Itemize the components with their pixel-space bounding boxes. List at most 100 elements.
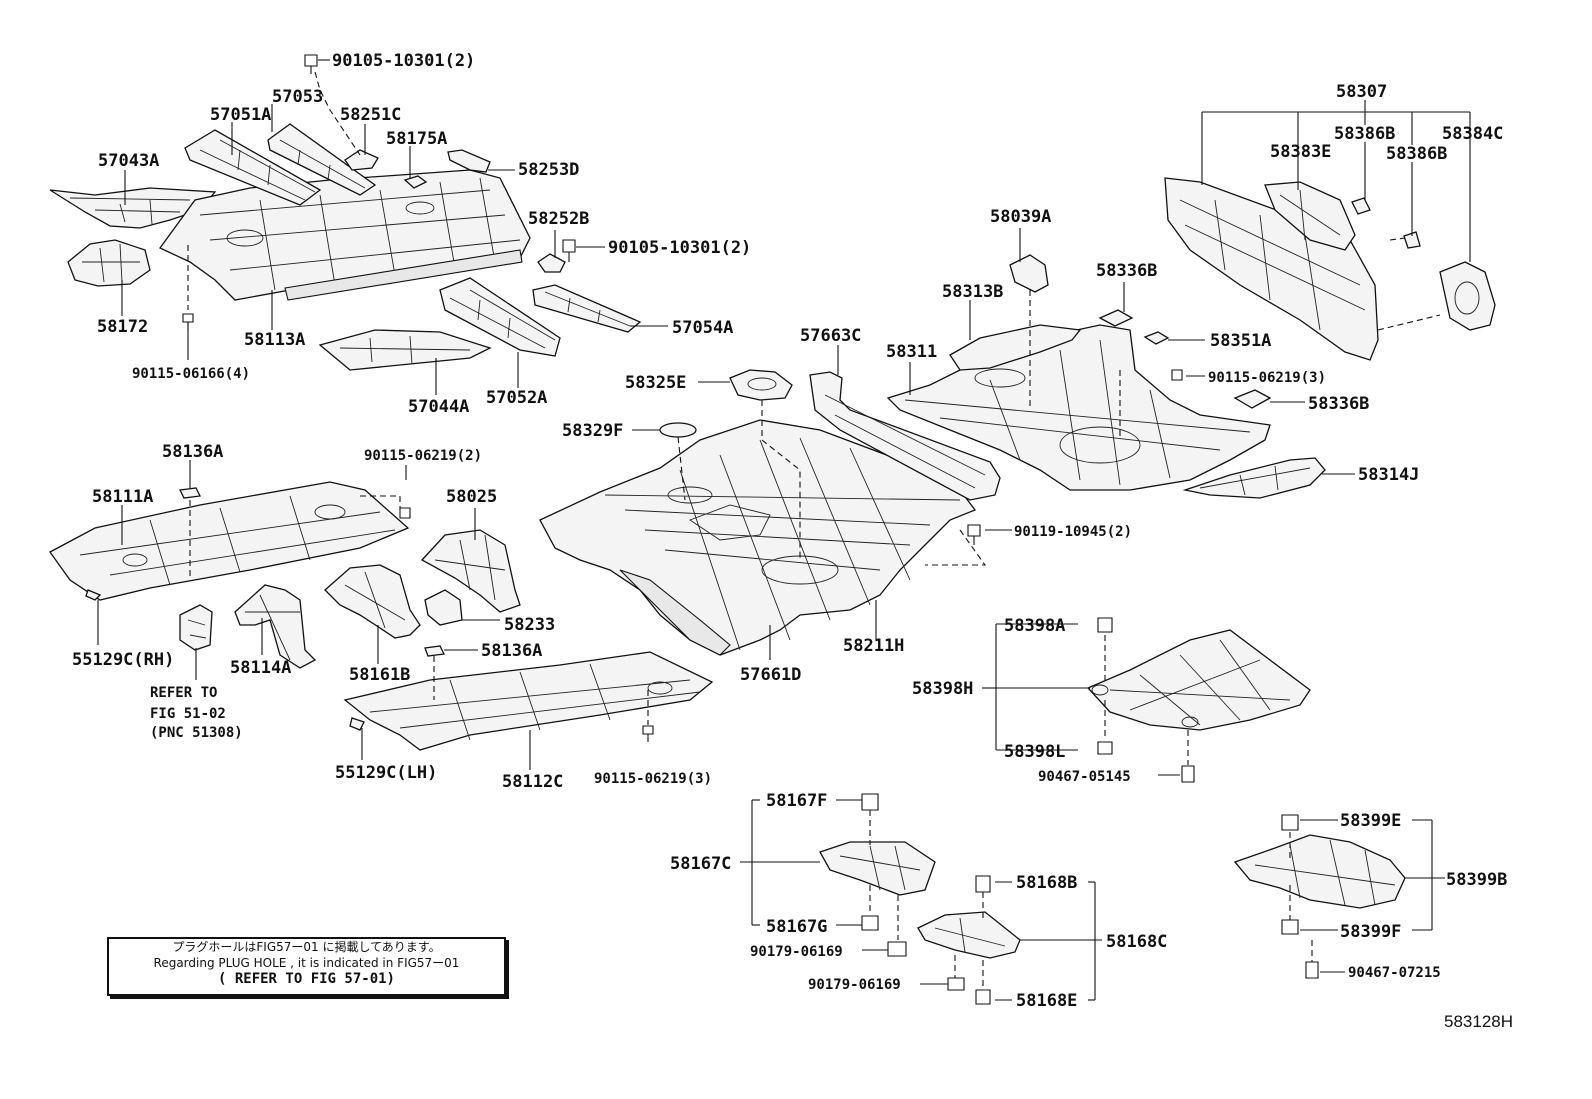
leader-lines-58307	[1201, 100, 1471, 331]
label-58398H: 58398H	[912, 679, 973, 699]
bolt-90119-10945	[967, 524, 981, 545]
bolt-90105-mid	[562, 239, 576, 262]
part-58233-shape	[424, 589, 463, 626]
label-58112C: 58112C	[502, 772, 563, 792]
part-57044A-shape	[318, 329, 492, 371]
clip-58168B	[975, 875, 991, 893]
label-58307: 58307	[1336, 82, 1387, 102]
label-58329F: 58329F	[562, 421, 623, 441]
label-58175A: 58175A	[386, 129, 447, 149]
part-58307-panel-shape	[1264, 181, 1356, 251]
clip-90467-05145	[1181, 765, 1195, 783]
label-58336B-top: 58336B	[1096, 261, 1157, 281]
clip-58398L	[1097, 741, 1113, 755]
part-58172-shape	[67, 239, 151, 287]
part-58252B-shape	[537, 253, 566, 273]
label-57054A: 57054A	[672, 318, 733, 338]
clip-58168E	[975, 989, 991, 1005]
part-58399B-shape	[1233, 834, 1406, 909]
label-90115-06219-3-right: 90115-06219(3)	[1208, 370, 1326, 386]
part-58398H-shape	[1086, 629, 1311, 731]
part-58161B-shape	[324, 564, 421, 639]
label-58168C: 58168C	[1106, 932, 1167, 952]
label-58398A: 58398A	[1004, 616, 1065, 636]
label-58399E: 58399E	[1340, 811, 1401, 831]
label-58167C: 58167C	[670, 854, 731, 874]
note-japanese: プラグホールはFIG57ー01 に掲載してあります。	[172, 940, 441, 954]
label-57052A: 57052A	[486, 388, 547, 408]
label-57044A: 57044A	[408, 397, 469, 417]
leader-lines-58399	[1289, 819, 1445, 973]
part-58384C-shape	[1439, 261, 1496, 331]
label-58386B-1: 58386B	[1334, 124, 1395, 144]
label-58351A: 58351A	[1210, 331, 1271, 351]
label-55129C-LH: 55129C(LH)	[335, 763, 437, 783]
part-58336B-top-shape	[1098, 309, 1134, 327]
part-58114A-shape	[234, 584, 317, 669]
part-58168C-shape	[917, 911, 1021, 959]
part-58325E-shape	[729, 369, 793, 401]
clip-58398A	[1097, 617, 1113, 633]
part-57054A-shape	[532, 284, 642, 333]
label-90115-06219-2: 90115-06219(2)	[364, 448, 482, 464]
label-58252B: 58252B	[528, 209, 589, 229]
label-90115-06166: 90115-06166(4)	[132, 366, 250, 382]
part-58329F-shape	[659, 422, 697, 438]
label-58251C: 58251C	[340, 105, 401, 125]
label-58384C: 58384C	[1442, 124, 1503, 144]
label-57663C: 57663C	[800, 326, 861, 346]
label-90179-06169-b: 90179-06169	[808, 977, 901, 993]
label-57661D: 57661D	[740, 665, 801, 685]
label-58168E: 58168E	[1016, 991, 1077, 1011]
bolt-90115-06219-right	[1171, 369, 1183, 381]
leader-lines-58167-58168	[740, 799, 1102, 1001]
part-58386B-shape-1	[1351, 197, 1371, 215]
label-90105-10301-mid: 90105-10301(2)	[608, 238, 751, 258]
refer-line-3: (PNC 51308)	[150, 725, 243, 741]
clip-90179-06169-b	[947, 977, 965, 991]
label-58113A: 58113A	[244, 330, 305, 350]
part-55129C-RH-shape	[85, 589, 102, 601]
label-58383E: 58383E	[1270, 142, 1331, 162]
label-90467-05145: 90467-05145	[1038, 769, 1131, 785]
refer-line-2: FIG 51-02	[150, 706, 226, 722]
bolt-90115-06166	[182, 313, 194, 330]
part-refer-bracket-shape	[179, 604, 213, 651]
part-57052A-shape	[439, 277, 561, 357]
part-58039A-shape	[1009, 254, 1049, 293]
label-58253D: 58253D	[518, 160, 579, 180]
label-57051A: 57051A	[210, 105, 271, 125]
label-90119-10945: 90119-10945(2)	[1014, 524, 1132, 540]
part-57663C-shape	[809, 371, 1001, 501]
label-57043A: 57043A	[98, 151, 159, 171]
part-55129C-LH-shape	[349, 717, 365, 731]
clip-58399F	[1281, 919, 1299, 935]
clip-90179-06169-a	[887, 941, 907, 957]
part-58175A-shape	[403, 175, 428, 189]
part-58211H-shape	[539, 419, 977, 656]
label-58325E: 58325E	[625, 373, 686, 393]
label-58111A: 58111A	[92, 487, 153, 507]
figure-code: 583128H	[1444, 1012, 1514, 1031]
part-58336B-bottom-shape	[1233, 389, 1272, 409]
label-90467-07215: 90467-07215	[1348, 965, 1441, 981]
clip-90467-07215	[1305, 961, 1319, 979]
part-58136A-bottom-shape	[424, 645, 445, 657]
label-58114A: 58114A	[230, 658, 291, 678]
label-58167G: 58167G	[766, 917, 827, 937]
label-57053: 57053	[272, 87, 323, 107]
plug-hole-note: プラグホールはFIG57ー01 に掲載してあります。 Regarding PLU…	[107, 937, 506, 996]
leader-lines-58398	[982, 623, 1189, 776]
part-58383E-shape	[1164, 177, 1379, 361]
label-58211H: 58211H	[843, 636, 904, 656]
label-58336B-bottom: 58336B	[1308, 394, 1369, 414]
label-58311: 58311	[886, 342, 937, 362]
part-58136A-top-shape	[179, 487, 201, 499]
bolt-90115-06219-left	[399, 507, 411, 519]
label-58136A-top: 58136A	[162, 442, 223, 462]
part-58251C-shape	[344, 149, 379, 171]
part-58313B-shape	[949, 324, 1082, 371]
label-58025: 58025	[446, 487, 497, 507]
label-58399B: 58399B	[1446, 870, 1507, 890]
